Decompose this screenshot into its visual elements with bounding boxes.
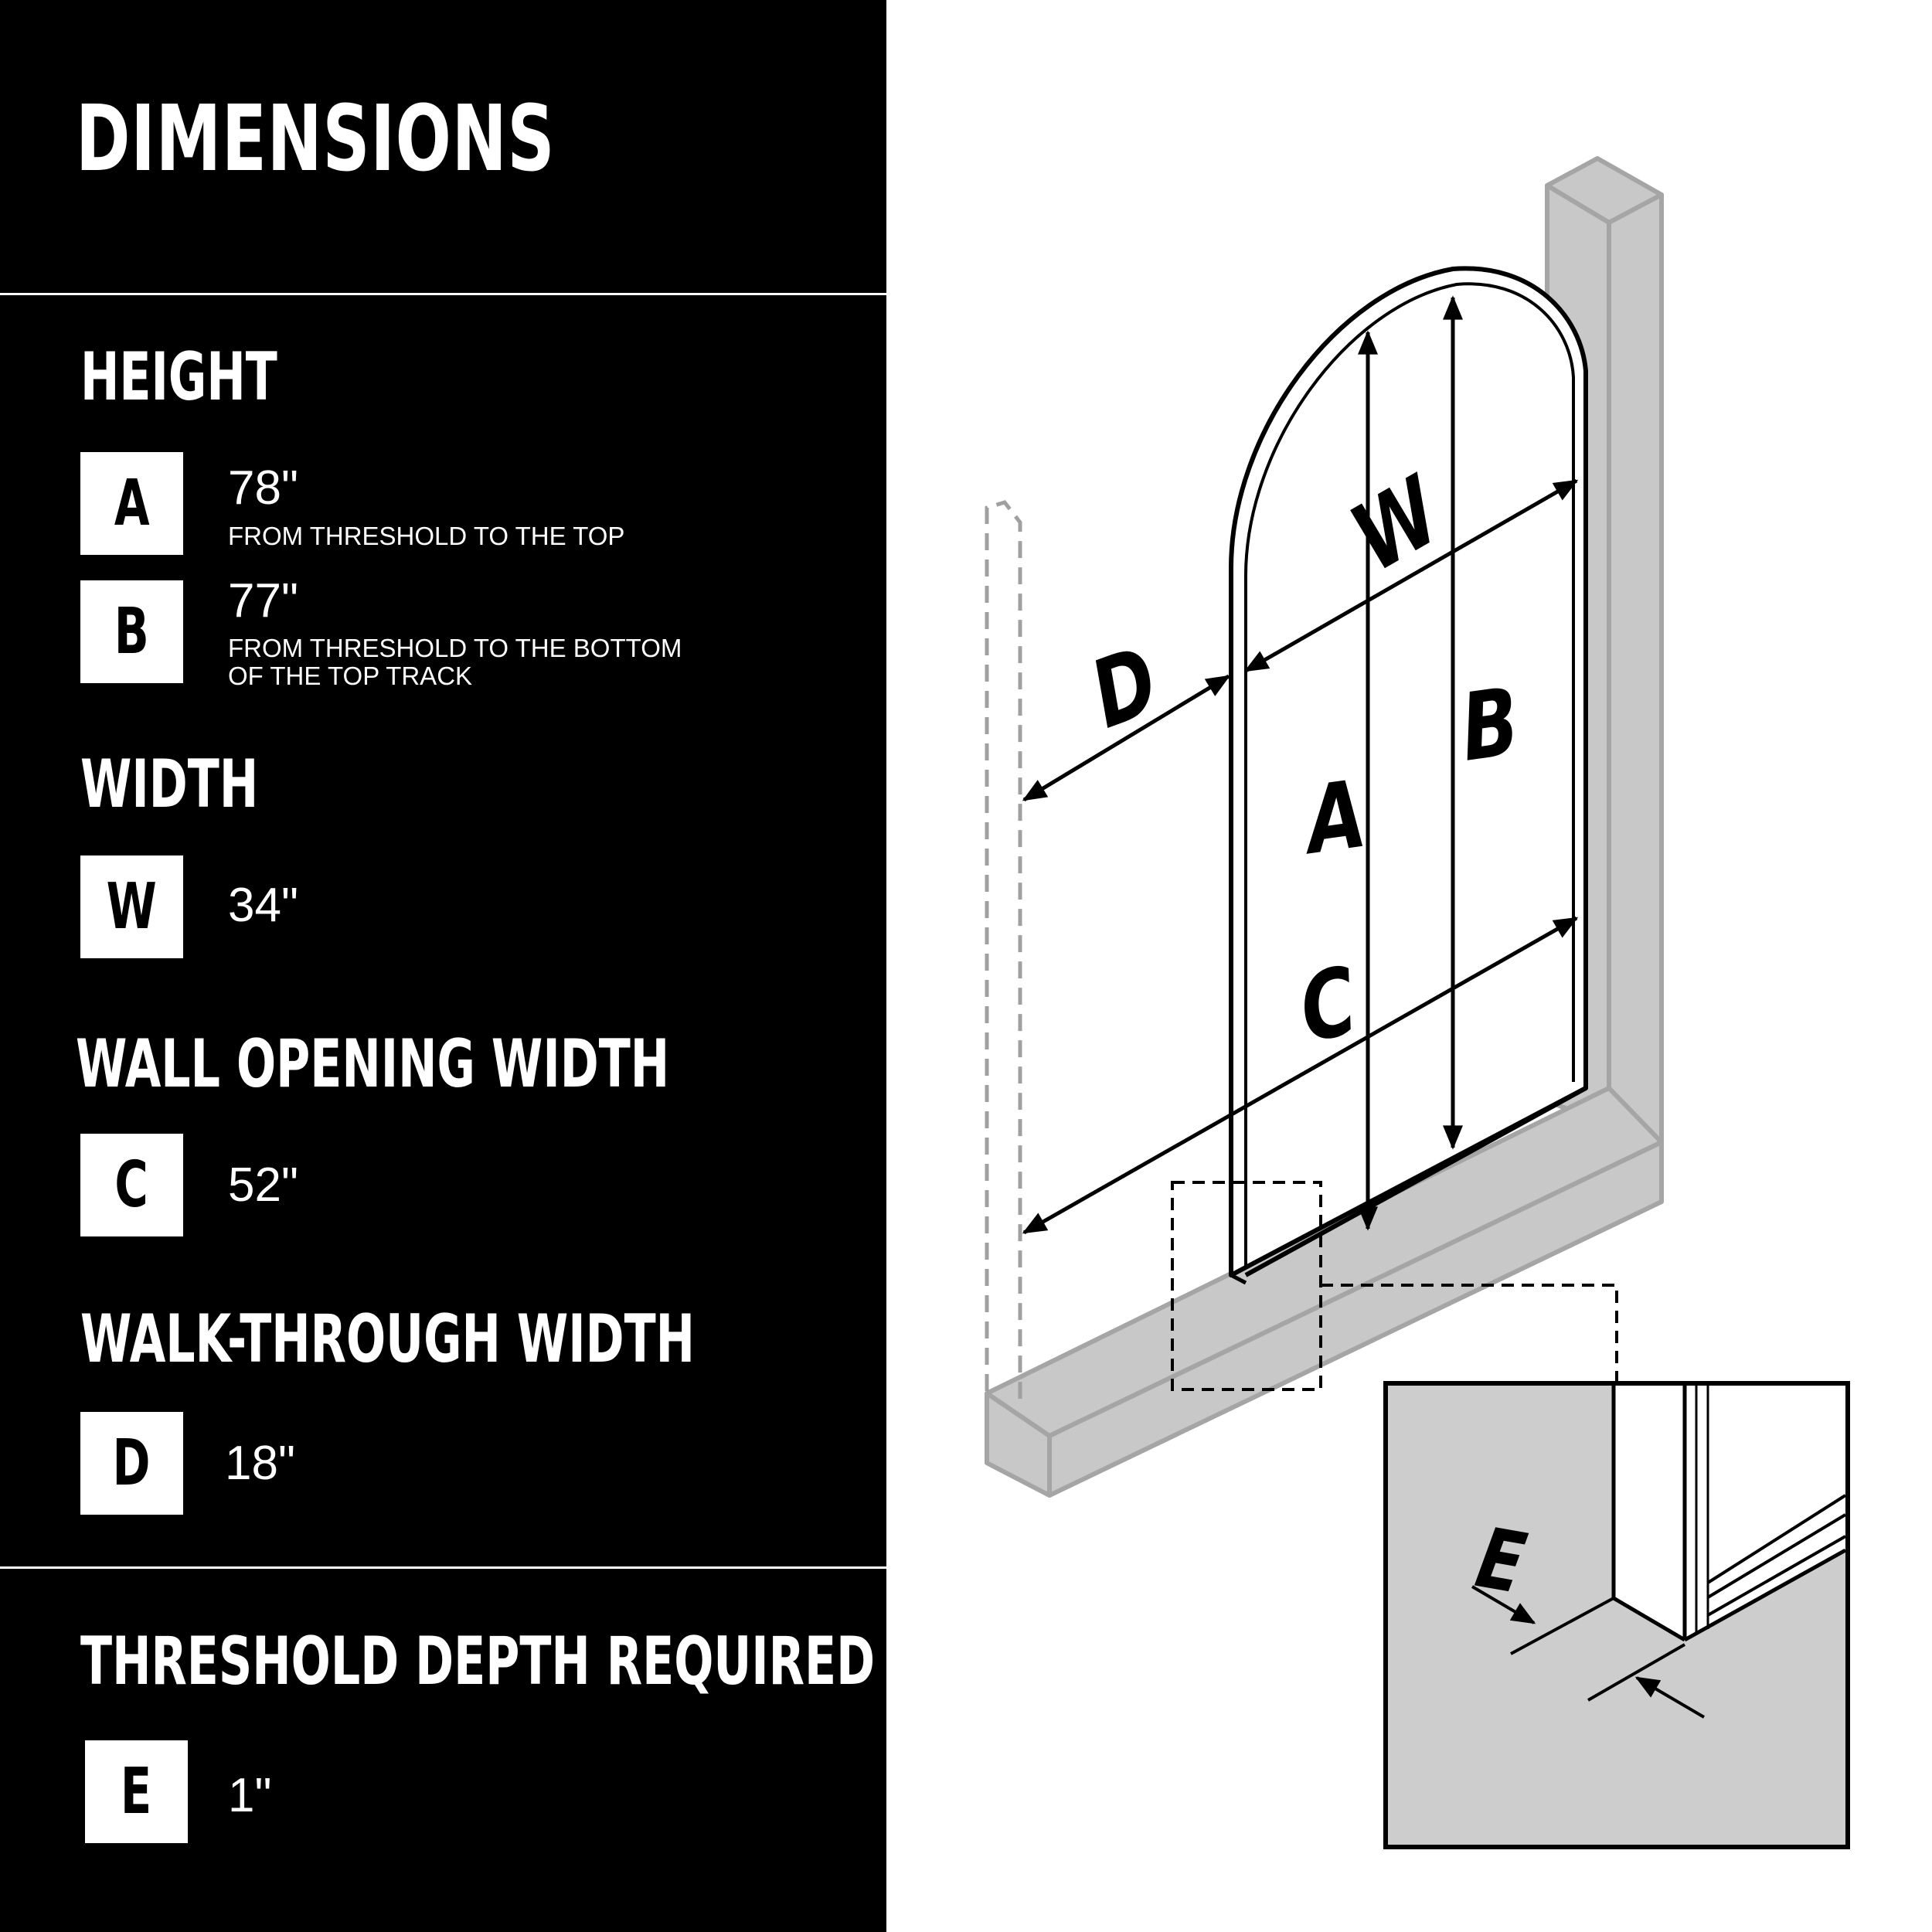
dimension-arrows: [1022, 295, 1579, 1235]
badge-c: C: [80, 1134, 183, 1236]
badge-e-letter: E: [121, 1754, 152, 1828]
badge-e: E: [85, 1740, 188, 1843]
desc-b-line1: FROM THRESHOLD TO THE BOTTOM: [228, 634, 682, 662]
arrow-d: [1022, 674, 1231, 802]
arrow-w: [1243, 478, 1579, 673]
value-d: 18": [225, 1437, 295, 1490]
value-a: 78": [228, 461, 298, 515]
arrow-c: [1022, 916, 1579, 1235]
badge-w: W: [80, 855, 183, 958]
page-title: DIMENSIONS: [76, 85, 556, 192]
section-threshold: THRESHOLD DEPTH REQUIRED: [80, 1623, 876, 1700]
opening-dashed-edge: [985, 500, 1022, 1399]
section-wall-opening: WALL OPENING WIDTH: [76, 1026, 670, 1103]
label-d: D: [1086, 623, 1163, 752]
label-c: C: [1299, 944, 1356, 1066]
value-w: 34": [228, 879, 298, 932]
badge-b: B: [80, 580, 183, 683]
badge-d: D: [80, 1412, 183, 1515]
dimensions-panel: [0, 0, 886, 1932]
label-a: A: [1305, 758, 1366, 876]
value-c: 52": [228, 1158, 298, 1212]
badge-d-letter: D: [112, 1426, 151, 1500]
section-width: WIDTH: [80, 746, 259, 823]
divider-bottom: [0, 1566, 886, 1569]
divider-top: [0, 293, 886, 295]
desc-a: FROM THRESHOLD TO THE TOP: [228, 522, 625, 550]
badge-a: A: [80, 452, 183, 555]
section-walk-through: WALK-THROUGH WIDTH: [80, 1301, 696, 1378]
desc-b-line2: OF THE TOP TRACK: [228, 662, 473, 690]
value-b: 77": [228, 574, 298, 628]
value-e: 1": [228, 1769, 272, 1822]
badge-a-letter: A: [114, 466, 150, 540]
detail-callout: [1171, 1181, 1618, 1391]
detail-inset: E: [1383, 1381, 1850, 1849]
section-height: HEIGHT: [80, 338, 277, 416]
badge-b-letter: B: [114, 594, 149, 668]
badge-c-letter: C: [114, 1148, 149, 1222]
badge-w-letter: W: [106, 869, 158, 944]
label-b: B: [1460, 666, 1519, 784]
